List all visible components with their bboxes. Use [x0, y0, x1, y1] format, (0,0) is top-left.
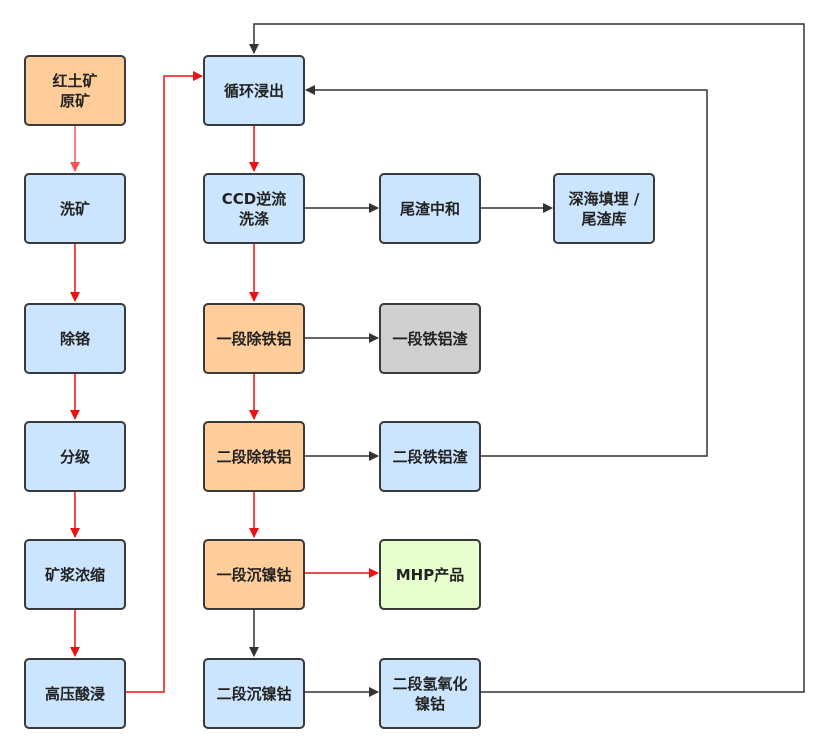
arrow-residue2-recycle-to-leach — [305, 85, 708, 457]
node-stage2-fe-al-removal: 二段除铁铝 — [203, 421, 305, 492]
arrow-hpal-to-leach — [126, 71, 203, 693]
node-label: 分级 — [59, 447, 90, 466]
node-stage1-ni-co-precipitation: 一段沉镍钴 — [203, 539, 305, 610]
node-label: 洗涤 — [238, 209, 269, 228]
node-stage2-fe-al-residue: 二段铁铝渣 — [379, 421, 481, 492]
node-label: 洗矿 — [59, 199, 90, 218]
node-label: 尾渣中和 — [399, 199, 460, 218]
node-label: 一段沉镍钴 — [216, 565, 292, 584]
node-label: 高压酸浸 — [44, 684, 105, 703]
node-mhp-product: MHP产品 — [379, 539, 481, 610]
node-label: 深海填埋 / — [568, 189, 640, 208]
node-label: 镍钴 — [414, 694, 445, 713]
node-stage1-fe-al-removal: 一段除铁铝 — [203, 303, 305, 374]
node-chrome-removal: 除铬 — [24, 303, 126, 374]
node-stage2-ni-co-precipitation: 二段沉镍钴 — [203, 658, 305, 729]
node-label: 矿浆浓缩 — [44, 565, 105, 584]
node-tailings-neutralization: 尾渣中和 — [379, 173, 481, 244]
node-label: 二段除铁铝 — [216, 447, 292, 466]
arrow-hydroxide-recycle-to-leach — [249, 23, 805, 693]
node-label: 二段氢氧化 — [392, 674, 468, 693]
node-classification: 分级 — [24, 421, 126, 492]
node-label: 循环浸出 — [223, 81, 284, 100]
node-hpal: 高压酸浸 — [24, 658, 126, 729]
node-label: CCD逆流 — [221, 189, 287, 208]
node-label: 原矿 — [59, 91, 90, 110]
node-stage1-fe-al-residue: 一段铁铝渣 — [379, 303, 481, 374]
node-ccd-washing: CCD逆流 洗涤 — [203, 173, 305, 244]
node-label: 除铬 — [59, 329, 90, 348]
node-laterite-ore: 红土矿 原矿 — [24, 55, 126, 126]
node-label: 一段除铁铝 — [216, 329, 292, 348]
node-circulating-leach: 循环浸出 — [203, 55, 305, 126]
node-label: 尾渣库 — [581, 209, 627, 228]
node-label: 红土矿 — [52, 71, 98, 90]
node-label: 二段铁铝渣 — [392, 447, 468, 466]
node-label: MHP产品 — [395, 565, 465, 584]
node-tailings-disposal: 深海填埋 / 尾渣库 — [553, 173, 655, 244]
node-label: 一段铁铝渣 — [392, 329, 468, 348]
node-ore-washing: 洗矿 — [24, 173, 126, 244]
node-label: 二段沉镍钴 — [216, 684, 292, 703]
node-slurry-thickening: 矿浆浓缩 — [24, 539, 126, 610]
node-stage2-ni-co-hydroxide: 二段氢氧化 镍钴 — [379, 658, 481, 729]
